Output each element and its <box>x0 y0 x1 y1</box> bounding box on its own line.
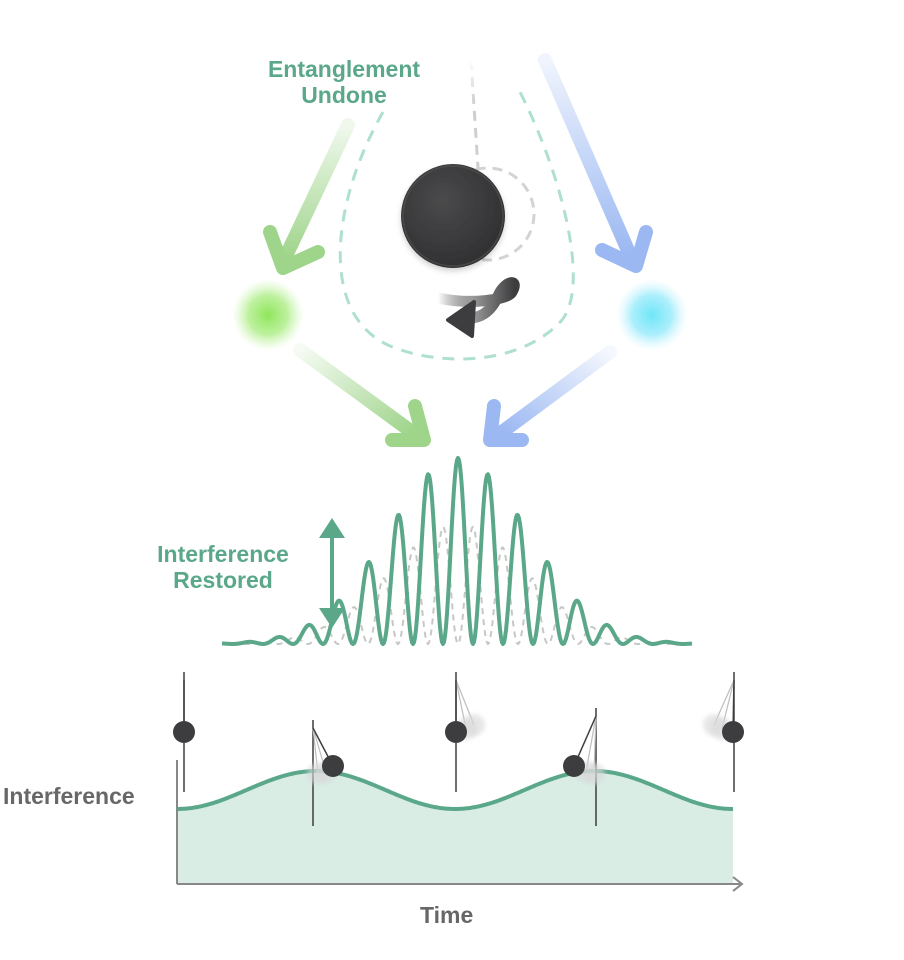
small-pendulum-icon <box>173 672 195 792</box>
small-pendulum-icon <box>563 708 605 826</box>
green-converging-arrow <box>293 343 431 447</box>
pendulum-icon <box>401 59 536 268</box>
y-axis-label: Interference <box>3 783 135 809</box>
interference-vs-time-chart <box>176 760 744 892</box>
x-axis-label: Time <box>420 902 474 928</box>
entanglement-undone-label: Entanglement Undone <box>238 56 450 109</box>
blue-converging-arrow <box>483 345 617 447</box>
small-pendulum-icon <box>703 672 744 792</box>
interference-restored-line2: Restored <box>173 567 273 594</box>
pendulum-sequence <box>173 672 744 826</box>
entanglement-undone-line2: Undone <box>301 82 387 109</box>
small-pendulum-icon <box>445 672 485 792</box>
small-pendulum-icon <box>307 720 344 826</box>
double-arrow-icon <box>319 518 345 628</box>
green-incoming-arrow <box>263 118 355 275</box>
return-arrow-icon <box>432 277 520 338</box>
interference-restored-label: Interference Restored <box>134 541 312 594</box>
interference-restored-line1: Interference <box>157 541 289 567</box>
cyan-particle-icon <box>616 279 688 351</box>
entanglement-undone-line1: Entanglement <box>267 56 421 82</box>
green-particle-icon <box>232 279 304 351</box>
dashed-trajectory-loop <box>338 91 575 361</box>
interference-curve <box>177 769 733 811</box>
interference-pattern-curve <box>221 456 693 646</box>
blue-incoming-arrow <box>538 53 653 273</box>
interference-area <box>177 771 733 884</box>
x-axis-arrowhead <box>732 876 744 892</box>
